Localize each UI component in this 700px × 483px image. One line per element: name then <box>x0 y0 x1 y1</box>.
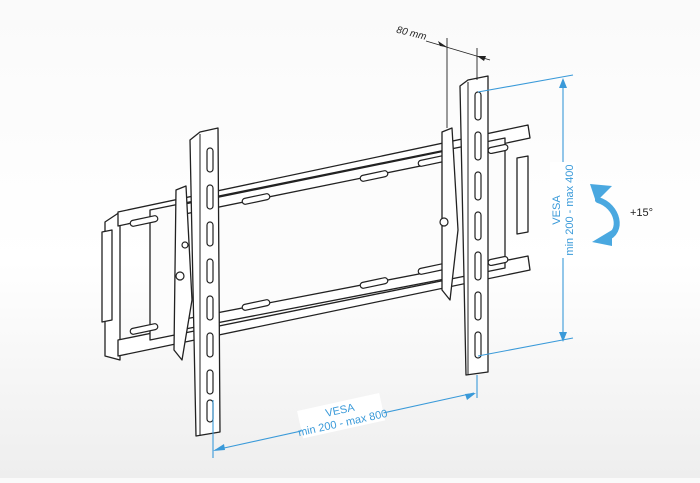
right-arm <box>439 75 489 376</box>
vertical-vesa-dimension: VESA min 200 - max 400 <box>477 74 576 357</box>
vertical-vesa-range: min 200 - max 400 <box>564 164 576 255</box>
depth-label: 80 mm <box>395 25 427 43</box>
horizontal-vesa-dimension: VESA min 200 - max 800 <box>212 375 478 458</box>
left-arm <box>173 127 221 437</box>
vertical-vesa-title: VESA <box>551 195 563 225</box>
tilt-label: +15° <box>630 207 653 219</box>
tilt-arrow-icon <box>590 184 620 246</box>
